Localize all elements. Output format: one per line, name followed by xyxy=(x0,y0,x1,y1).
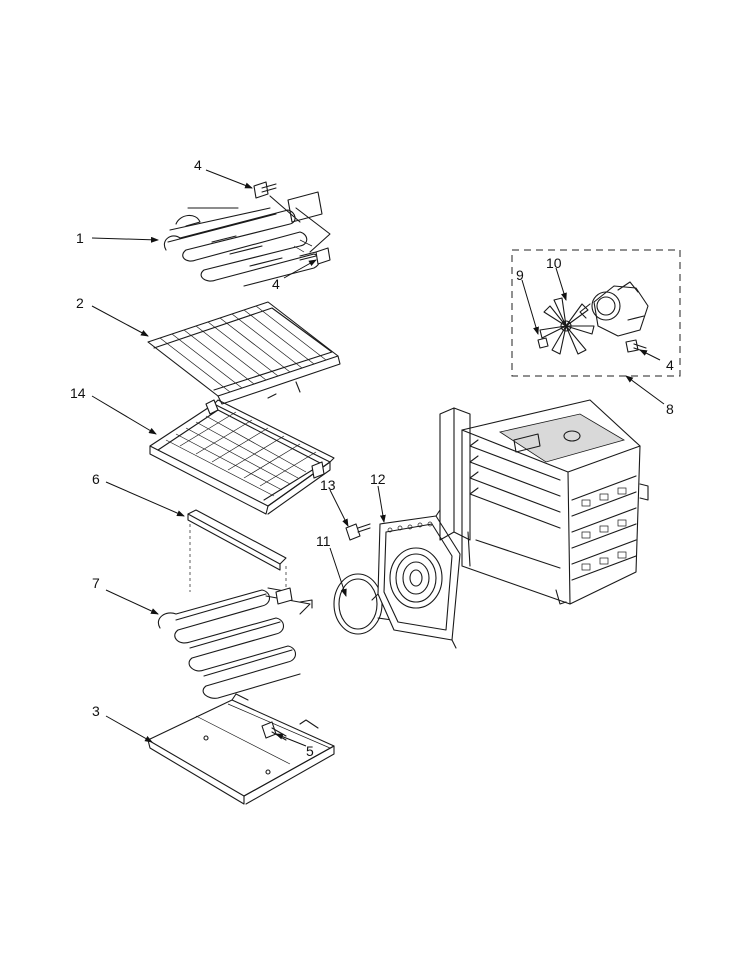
screw-part xyxy=(253,181,277,199)
broil-element-part xyxy=(163,191,331,287)
leader-lines xyxy=(91,169,665,747)
callout-4-top: 4 xyxy=(194,157,202,173)
oven-rack-part xyxy=(147,301,341,405)
callout-11: 11 xyxy=(316,533,331,549)
callout-5: 5 xyxy=(306,743,314,759)
callout-7: 7 xyxy=(92,575,100,591)
callout-8: 8 xyxy=(666,401,674,417)
callout-14: 14 xyxy=(70,385,86,401)
sliding-rack-part xyxy=(149,399,335,515)
callout-1: 1 xyxy=(76,230,84,246)
fan-blade-part xyxy=(539,297,595,355)
callout-9: 9 xyxy=(516,267,524,283)
oven-cavity-part xyxy=(439,399,649,605)
fan-cover-part xyxy=(371,509,461,649)
callout-10: 10 xyxy=(546,255,562,271)
callout-2: 2 xyxy=(76,295,84,311)
screw-part xyxy=(625,339,647,353)
callout-6: 6 xyxy=(92,471,100,487)
callout-labels: 1 2 3 4 4 4 5 6 7 8 9 10 11 12 13 14 xyxy=(70,157,674,759)
fan-motor-part xyxy=(579,281,649,337)
screw-part xyxy=(299,247,331,265)
element-shield-part xyxy=(187,509,287,598)
callout-3: 3 xyxy=(92,703,100,719)
callout-4-mid: 4 xyxy=(272,276,280,292)
bottom-panel-part xyxy=(147,693,335,805)
screw-part xyxy=(261,721,287,741)
nut-part xyxy=(537,337,549,349)
callout-12: 12 xyxy=(370,471,386,487)
callout-13: 13 xyxy=(320,477,336,493)
convection-fan-assembly xyxy=(511,249,681,377)
bake-element-part xyxy=(158,587,313,699)
screw-part xyxy=(345,523,371,541)
callout-4-right: 4 xyxy=(666,357,674,373)
